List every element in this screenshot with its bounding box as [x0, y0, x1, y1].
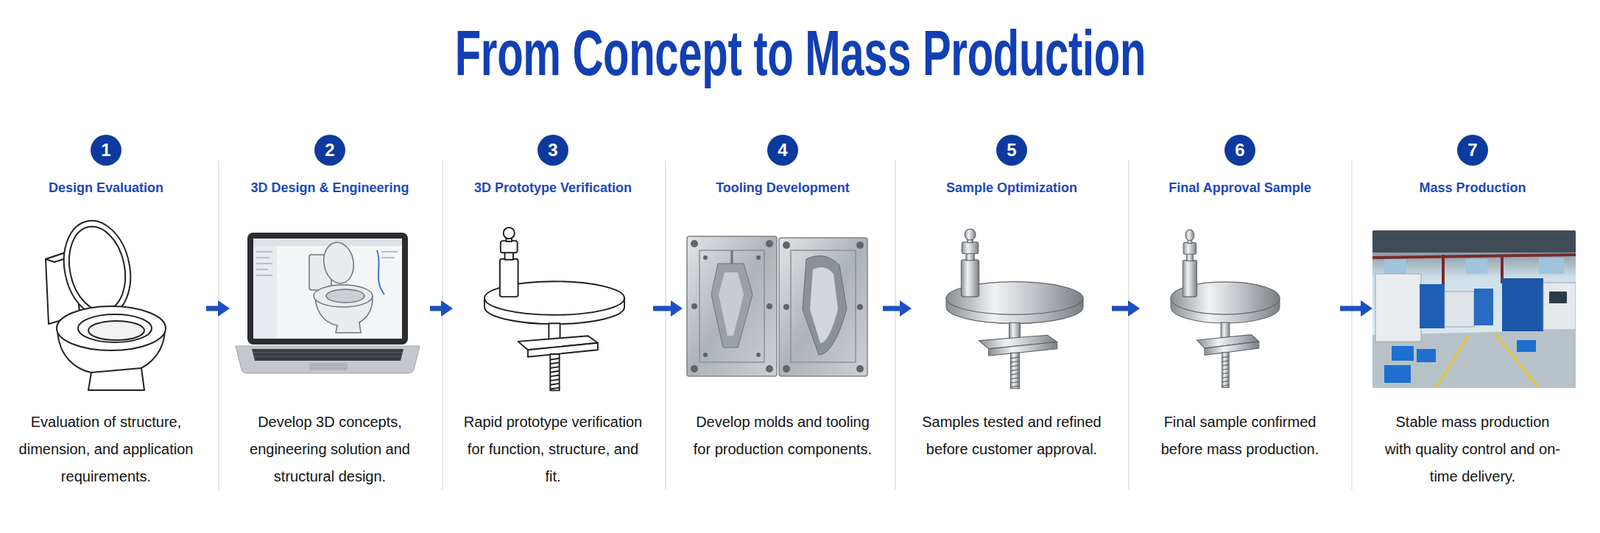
process-step: Final Approval SampleFinal sample confir… [1141, 132, 1339, 494]
arrow-shaft [1340, 306, 1362, 312]
arrow-shaft [1111, 306, 1129, 312]
arrow-head [899, 300, 912, 317]
factory-photo [1372, 230, 1576, 389]
step-title: 3D Design & Engineering [231, 178, 429, 198]
arrow-head [1128, 300, 1140, 317]
step-number-circle: 7 [1457, 134, 1489, 166]
arrow-shaft [882, 306, 901, 312]
arrow-head [441, 300, 453, 317]
arrow-head [1360, 300, 1373, 317]
step-title: Design Evaluation [7, 178, 205, 198]
process-step: 3D Prototype VerificationRapid prototype… [454, 132, 652, 495]
step-number: 5 [1006, 141, 1017, 160]
process-step: Tooling DevelopmentDevelop molds and too… [684, 132, 882, 494]
laptop-cad [235, 232, 420, 374]
hinge-final [1170, 229, 1280, 388]
step-number: 1 [100, 141, 111, 160]
column-separators [218, 160, 1352, 490]
step-description: Develop 3D concepts, engineering solutio… [237, 408, 422, 491]
main-title: From Concept to Mass Production [454, 16, 1145, 90]
step-title: 3D Prototype Verification [454, 178, 652, 198]
step-number-circle: 3 [537, 134, 569, 166]
arrow-shaft [653, 306, 672, 312]
flow-arrow [653, 300, 683, 317]
step-number: 2 [324, 141, 335, 160]
arrow-shaft [430, 306, 442, 312]
step-title: Final Approval Sample [1141, 178, 1339, 198]
toilet-sketch [45, 214, 166, 391]
process-step: Sample OptimizationSamples tested and re… [913, 132, 1111, 494]
step-description: Rapid prototype verification for functio… [460, 408, 646, 491]
flow-arrow [430, 300, 453, 317]
flow-arrow [882, 300, 912, 317]
step-title: Tooling Development [684, 178, 882, 198]
step-number-circle: 2 [314, 134, 346, 166]
mold-tooling [686, 236, 868, 377]
step-number-circle: 1 [90, 134, 122, 166]
step-description: Stable mass production with quality cont… [1380, 408, 1565, 491]
process-step: 3D Design & EngineeringDevelop 3D concep… [231, 132, 429, 495]
arrow-shaft [206, 306, 219, 312]
step-number: 7 [1467, 141, 1478, 160]
title-band: From Concept to Mass Production [0, 16, 1600, 90]
process-step: Mass ProductionStable mass production wi… [1373, 132, 1572, 495]
step-title: Mass Production [1373, 178, 1572, 198]
hinge-sketch [484, 227, 625, 391]
step-description: Final sample confirmed before mass produ… [1147, 408, 1332, 464]
step-description: Samples tested and refined before custom… [919, 408, 1104, 464]
arrow-head [670, 300, 683, 317]
step-number: 3 [547, 141, 558, 160]
step-description: Evaluation of structure, dimension, and … [13, 408, 199, 491]
step-number-circle: 4 [767, 134, 799, 166]
arrow-head [217, 300, 230, 317]
flow-arrow [206, 300, 230, 317]
hinge-sample [946, 228, 1084, 389]
step-title: Sample Optimization [913, 178, 1111, 198]
step-number-circle: 5 [996, 134, 1028, 166]
flow-arrow [1340, 300, 1373, 317]
step-number: 4 [777, 141, 788, 160]
process-step: Design EvaluationEvaluation of structure… [7, 132, 205, 495]
step-number: 6 [1234, 141, 1245, 160]
hinge-sample-shape [946, 228, 1084, 389]
hinge-final-shape [1170, 229, 1280, 388]
step-description: Develop molds and tooling for production… [690, 408, 875, 464]
hinge-sketch-shape [484, 227, 625, 391]
flow-arrow [1111, 300, 1140, 317]
step-number-circle: 6 [1224, 134, 1256, 166]
